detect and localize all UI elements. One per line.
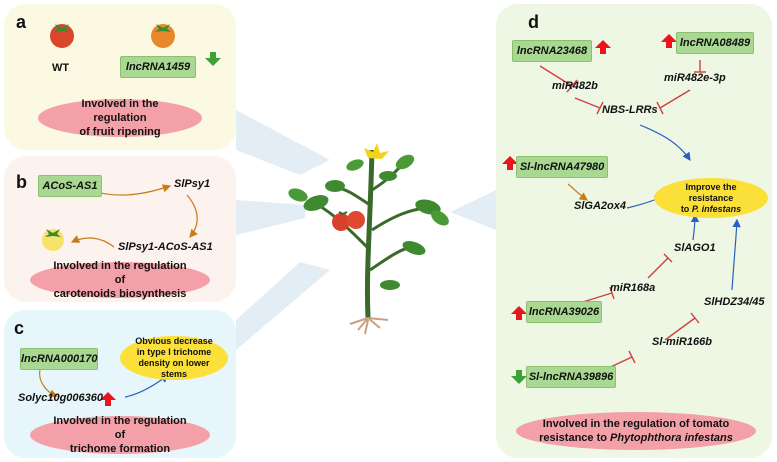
gene-acos-as1: ACoS-AS1 [38, 175, 102, 197]
target-mir482e-3p: miR482e-3p [664, 72, 726, 84]
gene-sl-lncrna47980: Sl-lncRNA47980 [516, 156, 608, 178]
light-beam-c [236, 262, 330, 350]
target-sl-mir166b: Sl-miR166b [652, 336, 712, 348]
target-nbs-lrrs: NBS-LRRs [602, 104, 658, 116]
wt-label: WT [52, 62, 70, 74]
light-beam-a [236, 110, 330, 175]
target-slpsy1: SlPsy1 [174, 178, 211, 190]
effect-bubble-c: Obvious decrease in type I trichome dens… [120, 336, 228, 380]
target-slago1: SlAGO1 [674, 242, 716, 254]
light-beam-b [236, 200, 305, 235]
target-mir168a: miR168a [610, 282, 656, 294]
gene-sl-lncrna39896: Sl-lncRNA39896 [526, 366, 616, 388]
target-slga2ox4: SlGA2ox4 [574, 200, 626, 212]
gene-lncrna23468: lncRNA23468 [512, 40, 592, 62]
gene-lncrna1459: lncRNA1459 [120, 56, 196, 78]
tomato-plant-icon [288, 143, 449, 335]
panel-c-label: c [14, 318, 25, 338]
panel-b-label: b [16, 172, 27, 192]
panel-d-label: d [528, 12, 539, 32]
panel-d [496, 4, 772, 458]
gene-lncrna08489: lncRNA08489 [676, 32, 754, 54]
target-slhdz34-45: SlHDZ34/45 [704, 296, 765, 308]
panel-a-label: a [16, 12, 27, 32]
target-mir482b: miR482b [552, 80, 598, 92]
gene-lncrna39026: lncRNA39026 [526, 301, 602, 323]
complex-slpsy1-acos-as1: SlPsy1-ACoS-AS1 [118, 241, 213, 253]
gene-lncrna000170: lncRNA000170 [20, 348, 98, 370]
target-solyc10g006360: Solyc10g006360 [18, 392, 104, 404]
light-beam-d [450, 190, 496, 230]
